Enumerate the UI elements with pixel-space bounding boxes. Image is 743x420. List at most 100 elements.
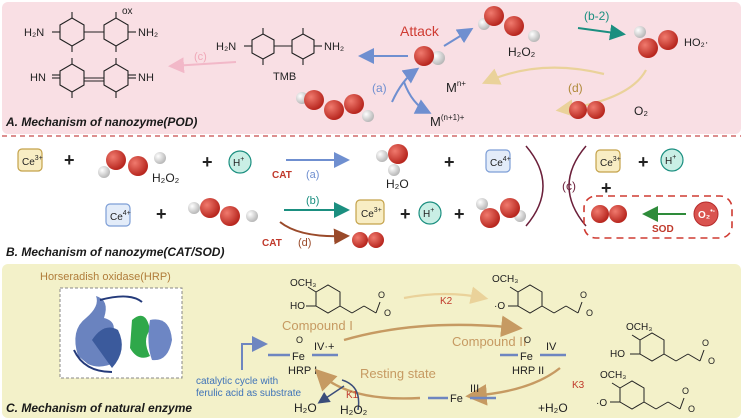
ce4-label-b: Ce4+ bbox=[110, 210, 131, 223]
o2-molecule-b bbox=[352, 232, 384, 248]
mn1-label: M(n+1)+ bbox=[430, 113, 465, 129]
water-molecule-b bbox=[376, 144, 408, 176]
arrow-a-lower bbox=[403, 81, 432, 114]
o-right: O bbox=[702, 338, 709, 348]
label-b-panel-b: (b) bbox=[306, 195, 319, 207]
arrow-k1-h2o2 bbox=[341, 379, 360, 411]
oxidized-tmb-structure bbox=[52, 12, 136, 98]
cat-label-a: CAT bbox=[272, 170, 292, 181]
arrow-resting-to-compound-i bbox=[314, 368, 421, 400]
ce4-label-a: Ce4+ bbox=[490, 156, 511, 169]
ominus-bottom-right: O bbox=[688, 404, 695, 414]
panel-c-title: C. Mechanism of natural enzyme bbox=[6, 401, 192, 415]
fe-resting: Fe bbox=[450, 393, 463, 405]
ce3-label-a: Ce3+ bbox=[22, 155, 43, 168]
label-d-panel-a: (d) bbox=[568, 81, 583, 95]
arrow-k2 bbox=[403, 286, 489, 304]
bracket-c-left bbox=[525, 145, 544, 227]
h2o2-molecule-b1 bbox=[98, 150, 166, 178]
ce3-box-a bbox=[17, 148, 43, 172]
plus-b8: + bbox=[454, 204, 465, 224]
arrow-compound-i-to-ii bbox=[343, 315, 523, 342]
och3-bottom-right: OCH₃ bbox=[600, 370, 626, 381]
superoxide-circle bbox=[693, 201, 719, 227]
superoxide-label: O₂•- bbox=[698, 208, 716, 221]
label-c-a: (c) bbox=[194, 51, 207, 63]
h2o2-label-a: H₂O₂ bbox=[508, 45, 536, 59]
ce3-box-c bbox=[355, 199, 385, 225]
h2o2-molecule-b3 bbox=[476, 198, 526, 228]
arrow-oh-to-h2o2 bbox=[443, 27, 474, 47]
ominus-top-right: O bbox=[586, 308, 593, 318]
arrow-c-oxidation bbox=[168, 57, 237, 74]
oxtmb-nh2-top: NH₂ bbox=[138, 27, 158, 39]
sod-label: SOD bbox=[652, 224, 674, 235]
hplus-circle-c bbox=[418, 201, 442, 225]
o-top-right: O bbox=[580, 290, 587, 300]
arrow-a-upper bbox=[391, 67, 420, 103]
o-compound-ii: O bbox=[524, 335, 531, 345]
plus-b2: + bbox=[202, 152, 213, 172]
plus-b3: + bbox=[444, 152, 455, 172]
k2-label: K2 bbox=[440, 296, 453, 307]
ce3-label-b: Ce3+ bbox=[600, 156, 621, 169]
compound-i-label: Compound I bbox=[282, 318, 353, 333]
arrow-k1-h2o bbox=[317, 385, 345, 404]
sod-dashed-box bbox=[583, 195, 733, 239]
fe-compound-i: Fe bbox=[292, 351, 305, 363]
ce3-label-c: Ce3+ bbox=[361, 207, 382, 220]
k1-label: K1 bbox=[346, 390, 359, 401]
oxtmb-hn-bottom: HN bbox=[30, 72, 46, 84]
o-compound-i: O bbox=[296, 335, 303, 345]
resting-state-label: Resting state bbox=[360, 366, 436, 381]
arrow-d-panel-b bbox=[279, 221, 350, 245]
h2o2-molecule-b bbox=[296, 90, 374, 122]
label-a-panel-a: (a) bbox=[372, 81, 387, 95]
h2o-right-label: +H₂O bbox=[538, 401, 568, 415]
oxtmb-nh-bottom: NH bbox=[138, 72, 154, 84]
tmb-nh2: NH₂ bbox=[324, 41, 344, 53]
ferulic-acid-right bbox=[630, 332, 705, 362]
och3-right: OCH₃ bbox=[626, 322, 652, 333]
arrow-b2 bbox=[577, 24, 626, 41]
cat-label-d: CAT bbox=[262, 238, 282, 249]
bracket-c-right bbox=[568, 145, 587, 227]
ce3-box-b bbox=[595, 149, 621, 173]
ivplus-label: IV·+ bbox=[314, 341, 334, 353]
arrow-d-to-mn bbox=[481, 66, 605, 85]
ominus-top-left: O bbox=[384, 308, 391, 318]
ce4-box-b bbox=[105, 203, 131, 227]
ox-label: ox bbox=[122, 6, 133, 17]
h2o2-label-b1: H₂O₂ bbox=[152, 171, 180, 185]
hydroxyl-radical-molecule bbox=[414, 46, 445, 66]
hplus-circle-a bbox=[228, 150, 252, 174]
o-top-left: O bbox=[378, 290, 385, 300]
oxtmb-h2n-top: H₂N bbox=[24, 27, 44, 39]
o2-molecule-sod bbox=[591, 205, 627, 223]
och3-top-right: OCH₃ bbox=[492, 274, 518, 285]
panel-a-title: A. Mechanism of nanozyme(POD) bbox=[5, 115, 197, 129]
panel-b-title: B. Mechanism of nanozyme(CAT/SOD) bbox=[6, 245, 224, 259]
hplus-label-a: H+ bbox=[233, 156, 244, 169]
ho-top-left: HO bbox=[290, 301, 305, 312]
iii-label: III bbox=[470, 383, 479, 395]
ferulic-acid-top bbox=[306, 284, 381, 314]
och3-top-left: OCH₃ bbox=[290, 278, 316, 289]
o-bottom-right: O bbox=[682, 386, 689, 396]
catalytic-text-2: ferulic acid as substrate bbox=[196, 388, 301, 399]
hrp-ii-label: HRP II bbox=[512, 365, 544, 377]
protein-ribbon-image bbox=[73, 295, 172, 373]
catalytic-text-1: catalytic cycle with bbox=[196, 376, 278, 387]
plus-b6: + bbox=[156, 204, 167, 224]
ferulic-radical-bottom bbox=[610, 380, 685, 410]
label-a-panel-b: (a) bbox=[306, 169, 319, 181]
ho2-label: HO₂· bbox=[684, 37, 708, 49]
ce4-box-a bbox=[485, 149, 511, 173]
h2o2-molecule-b2 bbox=[188, 198, 258, 226]
k3-label: K3 bbox=[572, 380, 585, 391]
plus-b1: + bbox=[64, 150, 75, 170]
o2-label-a: O₂ bbox=[634, 104, 648, 118]
ferulic-radical-top bbox=[508, 284, 583, 314]
